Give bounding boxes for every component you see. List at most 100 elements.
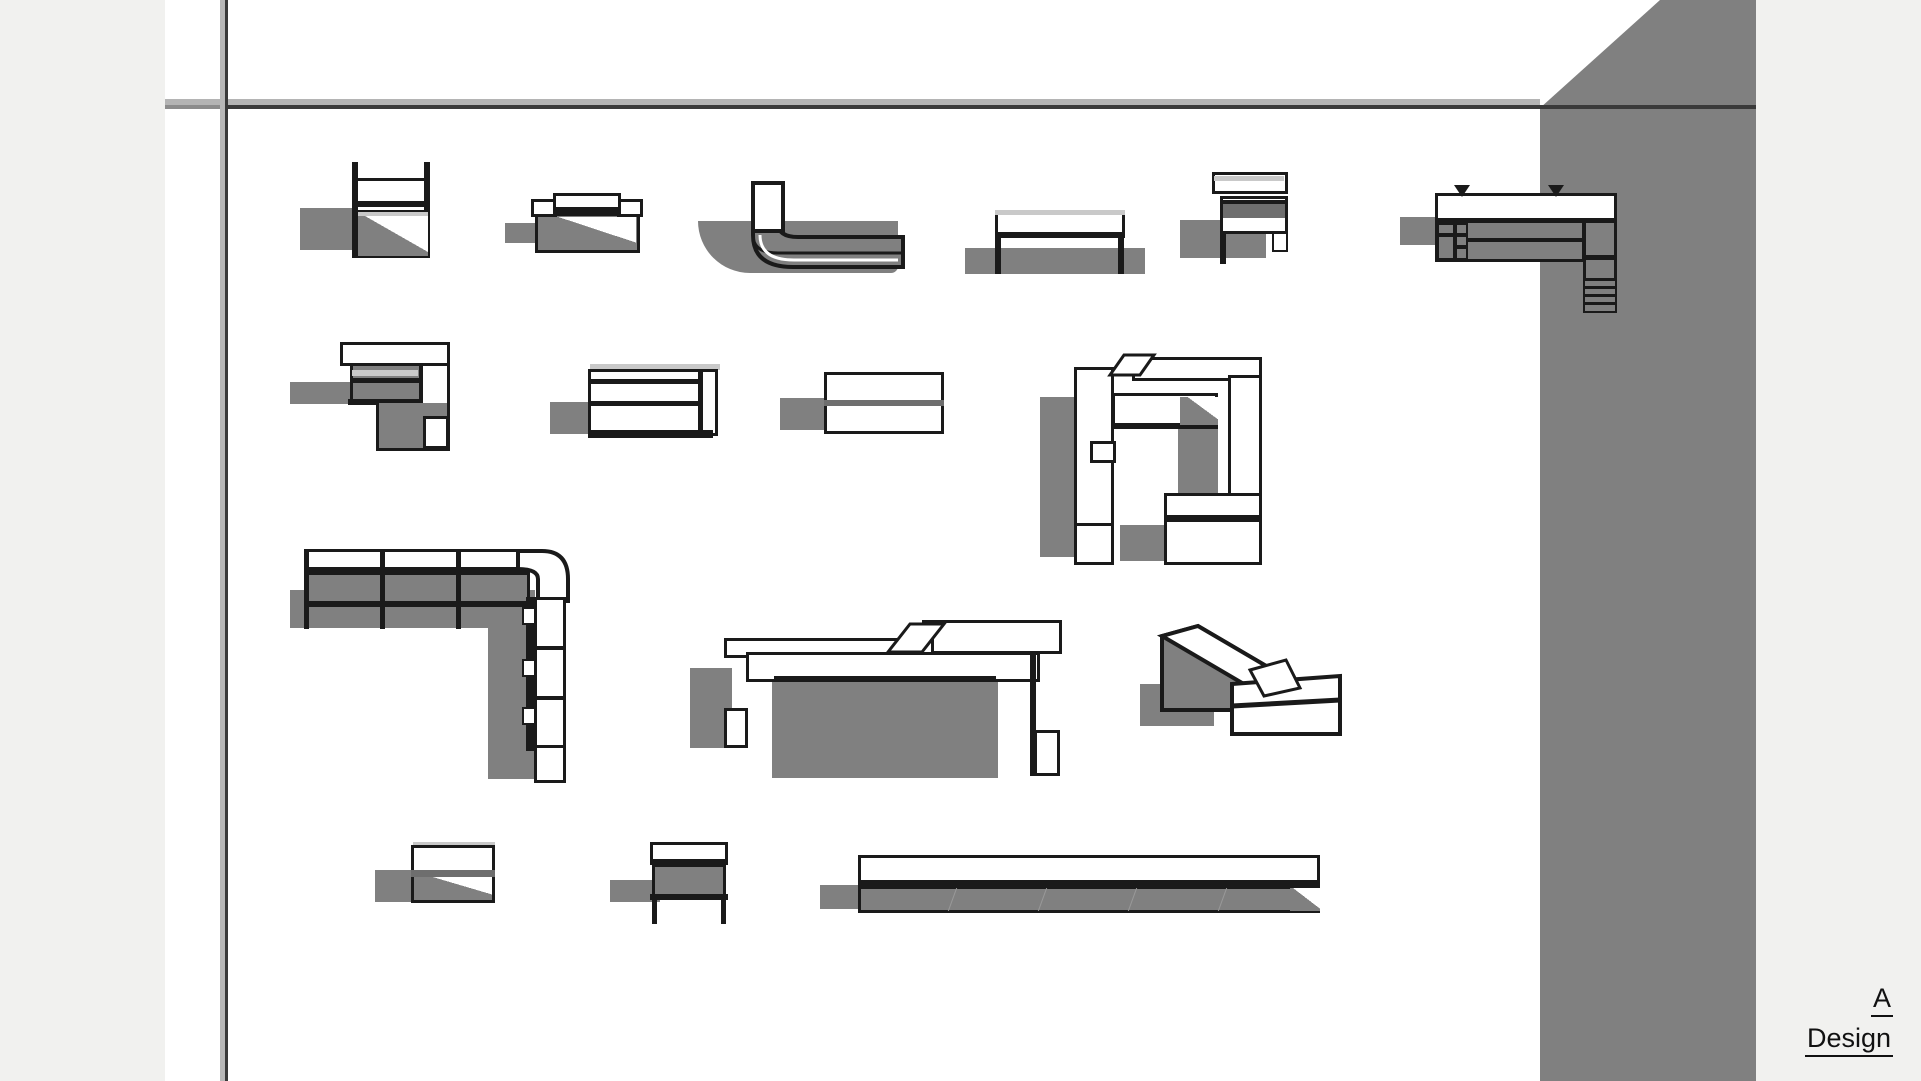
arm-divider xyxy=(698,369,703,436)
seat-main xyxy=(350,363,422,403)
furniture-u-shaped-sofa-wide[interactable] xyxy=(690,612,1070,782)
vertical-arm-notch-3 xyxy=(522,707,536,725)
drawer-bottom-edge xyxy=(650,894,728,900)
vertical-arm-notch-2 xyxy=(522,659,536,677)
chaise-geometry xyxy=(1156,623,1342,736)
arm-left-front xyxy=(724,708,748,748)
cushion-cell-4 xyxy=(1455,235,1468,247)
module-divider-3 xyxy=(456,549,461,629)
arm-right-edge xyxy=(1030,652,1036,776)
bench-end-shade xyxy=(1290,888,1320,911)
front-base xyxy=(588,430,713,438)
wall-line-horizontal xyxy=(225,105,1756,109)
furniture-chaise-corner-unit[interactable] xyxy=(290,330,480,475)
seat-seam xyxy=(352,202,430,207)
marker-pin-right xyxy=(1548,185,1564,197)
module-divider-2 xyxy=(380,549,385,629)
cast-shadow-inner xyxy=(1120,525,1168,561)
chaise-foot-panel xyxy=(423,416,449,449)
ottoman-seam xyxy=(411,870,495,877)
cushion-cell-5 xyxy=(1455,247,1468,260)
seat-front-edge xyxy=(348,399,424,405)
inner-seat-seam xyxy=(1112,423,1218,429)
module-divider-1 xyxy=(304,549,309,629)
seat-seam xyxy=(824,400,944,406)
seat-seam-long xyxy=(774,676,996,684)
cushion-cell-2 xyxy=(1455,223,1468,235)
sheet-left-margin xyxy=(0,0,165,1081)
furniture-side-table-small[interactable] xyxy=(610,832,740,927)
cast-shadow xyxy=(375,870,417,902)
sheet-right-margin xyxy=(1756,0,1921,1081)
title-block: A Design xyxy=(1804,983,1893,1057)
seat-run-vertical-upper xyxy=(1583,220,1617,258)
table-leg-right xyxy=(721,898,726,924)
arm-diagonal-accent xyxy=(884,622,948,654)
cushion-cell-3 xyxy=(1437,235,1455,260)
seat-highlight xyxy=(352,370,418,376)
furniture-two-seat-sofa-framed[interactable] xyxy=(550,350,730,460)
vertical-run-module-3 xyxy=(534,697,566,749)
bench-seat-run xyxy=(858,886,1320,913)
backrest-panel xyxy=(553,193,621,210)
furniture-l-shaped-sectional-detailed[interactable] xyxy=(1400,175,1640,315)
wall-vertical-shadow xyxy=(220,0,225,1081)
marker-pin-left xyxy=(1454,185,1470,197)
seat-seam xyxy=(1220,200,1288,204)
furniture-ottoman-square[interactable] xyxy=(375,832,515,922)
seat-run-vertical-lower xyxy=(1583,257,1617,281)
curved-sofa-outline xyxy=(751,181,905,269)
furniture-bench-on-legs[interactable] xyxy=(965,200,1145,280)
sectional-side-right xyxy=(1228,375,1262,505)
furniture-armchair-high-back[interactable] xyxy=(300,150,460,270)
furniture-angled-chaise-lounge[interactable] xyxy=(1140,618,1380,758)
seat-run-vertical-step4 xyxy=(1583,303,1617,313)
sectional-front-base xyxy=(1164,519,1262,565)
chair-foot-right xyxy=(1272,232,1288,252)
bench-leg-left xyxy=(995,237,1001,274)
seat-face-shade xyxy=(539,217,636,249)
cast-shadow xyxy=(300,208,358,250)
backrest-post-left xyxy=(352,162,358,258)
vertical-run-module-1 xyxy=(534,597,566,649)
furniture-loveseat-plain[interactable] xyxy=(780,358,950,458)
backrest-seam xyxy=(588,379,700,384)
ottoman-face-shade xyxy=(414,877,492,900)
back-run-seam xyxy=(304,567,530,573)
backrest-highlight xyxy=(1214,176,1284,181)
seat-divider-horizontal xyxy=(1468,238,1585,242)
inner-seat-shade xyxy=(1180,397,1218,425)
title-block-line-2: Design xyxy=(1804,1023,1893,1057)
furniture-long-low-bench[interactable] xyxy=(820,845,1340,925)
cast-shadow xyxy=(290,382,352,404)
backrest-panel xyxy=(352,178,430,204)
seat-highlight xyxy=(358,212,428,216)
corner-round-module xyxy=(516,549,570,603)
cushion-cell-1 xyxy=(1437,223,1455,235)
chair-leg-left xyxy=(1220,232,1226,264)
backrest-post-right xyxy=(424,162,430,212)
top-highlight xyxy=(413,842,495,847)
inner-step-notch xyxy=(1090,441,1116,463)
seat-seam xyxy=(350,378,422,383)
table-drawer-box xyxy=(652,864,726,898)
seat-front-run xyxy=(774,682,996,710)
furniture-curved-corner-sofa[interactable] xyxy=(698,175,908,300)
furniture-u-shaped-sectional-large[interactable] xyxy=(1040,345,1280,575)
seat-seam xyxy=(553,209,621,214)
top-highlight xyxy=(590,364,720,370)
cast-shadow xyxy=(780,398,832,430)
front-run-seam xyxy=(1164,515,1262,521)
seat-seam xyxy=(588,401,700,406)
wall-horizontal-stub xyxy=(165,105,227,109)
bench-leg-right xyxy=(1118,237,1124,274)
inner-column xyxy=(1178,429,1218,495)
wall-horizontal-shadow xyxy=(165,99,1756,106)
bench-back-panel xyxy=(858,855,1320,883)
vertical-run-module-2 xyxy=(534,647,566,699)
furniture-lounge-chair-with-arms[interactable] xyxy=(505,185,665,265)
furniture-side-chair-high-back[interactable] xyxy=(1180,160,1330,270)
wall-line-vertical xyxy=(225,0,228,1081)
furniture-l-shaped-modular-sofa[interactable] xyxy=(290,535,610,785)
